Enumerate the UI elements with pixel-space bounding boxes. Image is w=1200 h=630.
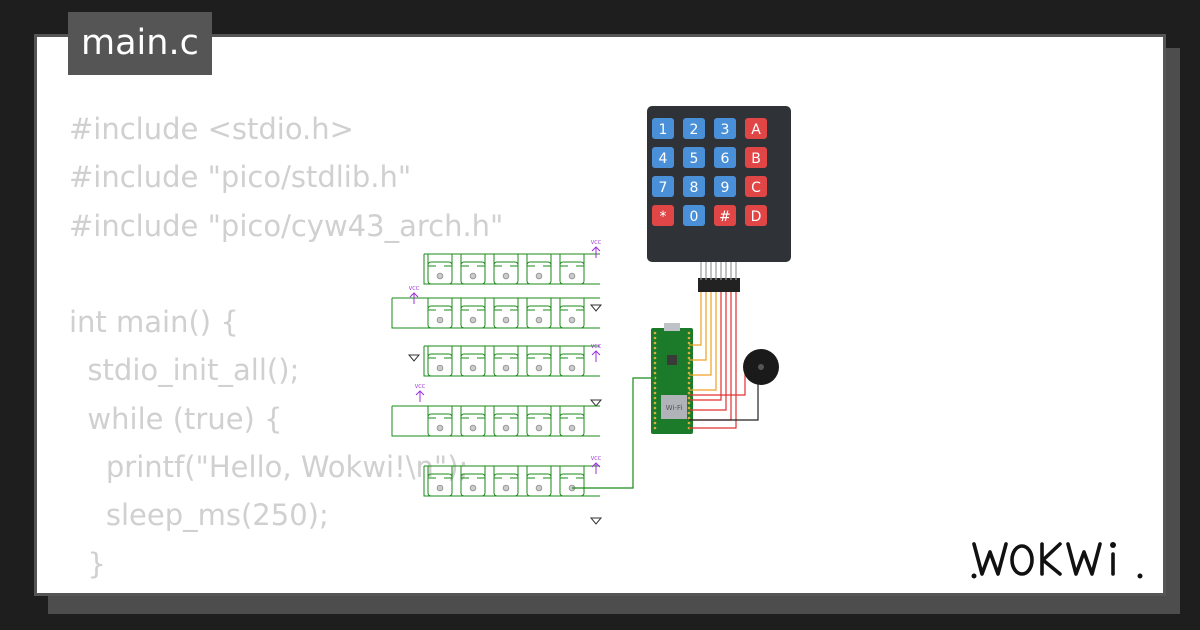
vcc-label: VCC xyxy=(409,286,420,304)
svg-text:VCC: VCC xyxy=(591,240,602,246)
buzzer[interactable] xyxy=(743,349,779,385)
wifi-label: Wi-Fi xyxy=(666,404,683,412)
svg-text:*: * xyxy=(660,209,667,225)
svg-text:C: C xyxy=(751,180,761,196)
code-line: #include <stdio.h> xyxy=(69,112,354,146)
svg-text:VCC: VCC xyxy=(591,456,602,462)
keypad[interactable]: 1 2 3 A 4 5 6 B 7 8 9 C * 0 # D xyxy=(647,106,791,292)
svg-text:#: # xyxy=(719,209,731,225)
led-row xyxy=(391,405,600,437)
keypad-key[interactable]: 8 xyxy=(683,176,705,197)
led-matrix: VCC VCC VCC VCC VCC xyxy=(391,240,603,525)
led-row xyxy=(423,465,600,497)
board-pins xyxy=(653,331,691,430)
led-row xyxy=(391,297,600,329)
svg-text:0: 0 xyxy=(690,209,699,225)
svg-text:A: A xyxy=(751,122,761,138)
keypad-wires xyxy=(572,292,759,489)
code-line: stdio_init_all(); xyxy=(69,353,300,388)
keypad-key[interactable]: D xyxy=(745,205,767,226)
vcc-label: VCC xyxy=(591,456,602,474)
vcc-label: VCC xyxy=(415,384,426,402)
code-line: while (true) { xyxy=(69,401,283,436)
code-line: #include "pico/stdlib.h" xyxy=(69,160,412,195)
keypad-key[interactable]: 5 xyxy=(683,147,705,168)
keypad-connector xyxy=(698,262,740,292)
code-line: int main() { xyxy=(69,305,239,340)
svg-text:6: 6 xyxy=(721,151,730,167)
svg-text:1: 1 xyxy=(659,122,668,138)
keypad-key[interactable]: # xyxy=(714,205,736,226)
svg-text:B: B xyxy=(751,151,761,167)
keypad-key[interactable]: 1 xyxy=(652,118,674,139)
keypad-key[interactable]: B xyxy=(745,147,767,168)
svg-text:4: 4 xyxy=(659,151,668,167)
ground-symbol xyxy=(589,304,603,312)
pico-w-board[interactable]: Wi-Fi xyxy=(651,323,693,434)
svg-text:VCC: VCC xyxy=(409,286,420,292)
code-line: sleep_ms(250); xyxy=(69,498,329,533)
ground-symbol xyxy=(589,517,603,525)
keypad-key[interactable]: 7 xyxy=(652,176,674,197)
code-line: printf("Hello, Wokwi!\n"); xyxy=(69,450,469,485)
svg-text:2: 2 xyxy=(690,122,699,138)
vcc-label: VCC xyxy=(591,344,602,362)
keypad-key[interactable]: 0 xyxy=(683,205,705,226)
keypad-key[interactable]: 6 xyxy=(714,147,736,168)
ground-symbol xyxy=(589,399,603,407)
file-tab[interactable]: main.c xyxy=(68,12,212,75)
keypad-key[interactable]: * xyxy=(652,205,674,226)
code-line: #include "pico/cyw43_arch.h" xyxy=(69,208,504,243)
svg-text:3: 3 xyxy=(721,122,730,138)
keypad-key[interactable]: 2 xyxy=(683,118,705,139)
svg-text:9: 9 xyxy=(721,180,730,196)
svg-text:8: 8 xyxy=(690,180,699,196)
keypad-key[interactable]: A xyxy=(745,118,767,139)
ground-symbol xyxy=(407,354,421,362)
preview-card: #include <stdio.h> #include "pico/stdlib.… xyxy=(34,34,1166,596)
keypad-key[interactable]: 4 xyxy=(652,147,674,168)
led-row xyxy=(423,345,600,377)
svg-text:5: 5 xyxy=(690,151,699,167)
keypad-key[interactable]: 3 xyxy=(714,118,736,139)
wokwi-logo xyxy=(971,542,1143,579)
vcc-label: VCC xyxy=(591,240,602,258)
keypad-key[interactable]: 9 xyxy=(714,176,736,197)
svg-text:7: 7 xyxy=(659,180,668,196)
led-row xyxy=(423,253,600,285)
svg-text:VCC: VCC xyxy=(415,384,426,390)
svg-text:VCC: VCC xyxy=(591,344,602,350)
code-preview: #include <stdio.h> #include "pico/stdlib.… xyxy=(69,105,504,593)
code-line: } xyxy=(69,546,106,581)
keypad-key[interactable]: C xyxy=(745,176,767,197)
svg-text:D: D xyxy=(751,209,762,225)
